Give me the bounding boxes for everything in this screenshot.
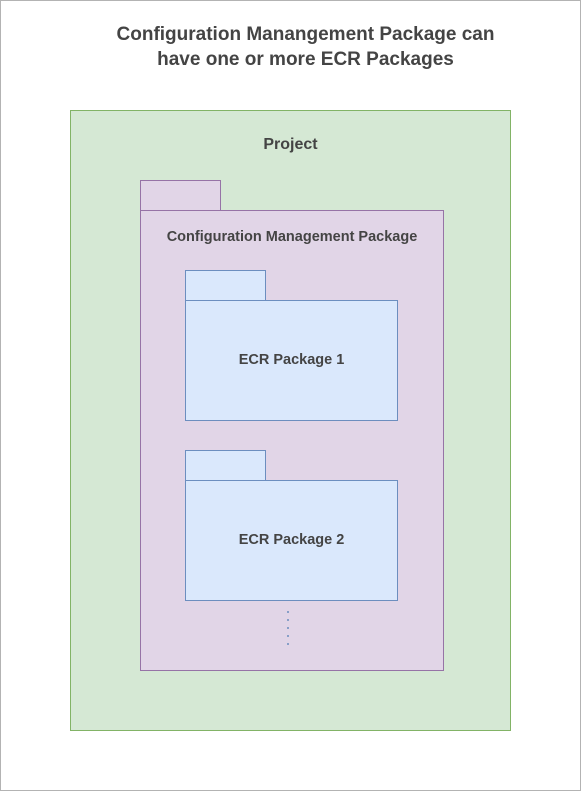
config-package-tab[interactable] xyxy=(140,180,221,210)
diagram-title: Configuration Manangement Package can ha… xyxy=(0,22,581,72)
diagram-title-line-2: have one or more ECR Packages xyxy=(157,49,454,70)
ecr-package-2-tab[interactable] xyxy=(185,450,266,480)
ecr-package-2-body[interactable] xyxy=(185,480,398,601)
continuation-dot xyxy=(287,619,289,621)
ecr-package-1-tab[interactable] xyxy=(185,270,266,300)
project-label: Project xyxy=(263,136,318,153)
continuation-dot xyxy=(287,611,289,613)
continuation-dot xyxy=(287,635,289,637)
config-package-label: Configuration Management Package xyxy=(166,229,418,245)
continuation-dot xyxy=(287,643,289,645)
ecr-package-1-label: ECR Package 1 xyxy=(238,352,345,368)
diagram-title-line-1: Configuration Manangement Package can xyxy=(116,24,495,45)
continuation-dot xyxy=(287,627,289,629)
ecr-package-2-label: ECR Package 2 xyxy=(238,532,345,548)
ecr-package-1-body[interactable] xyxy=(185,300,398,421)
